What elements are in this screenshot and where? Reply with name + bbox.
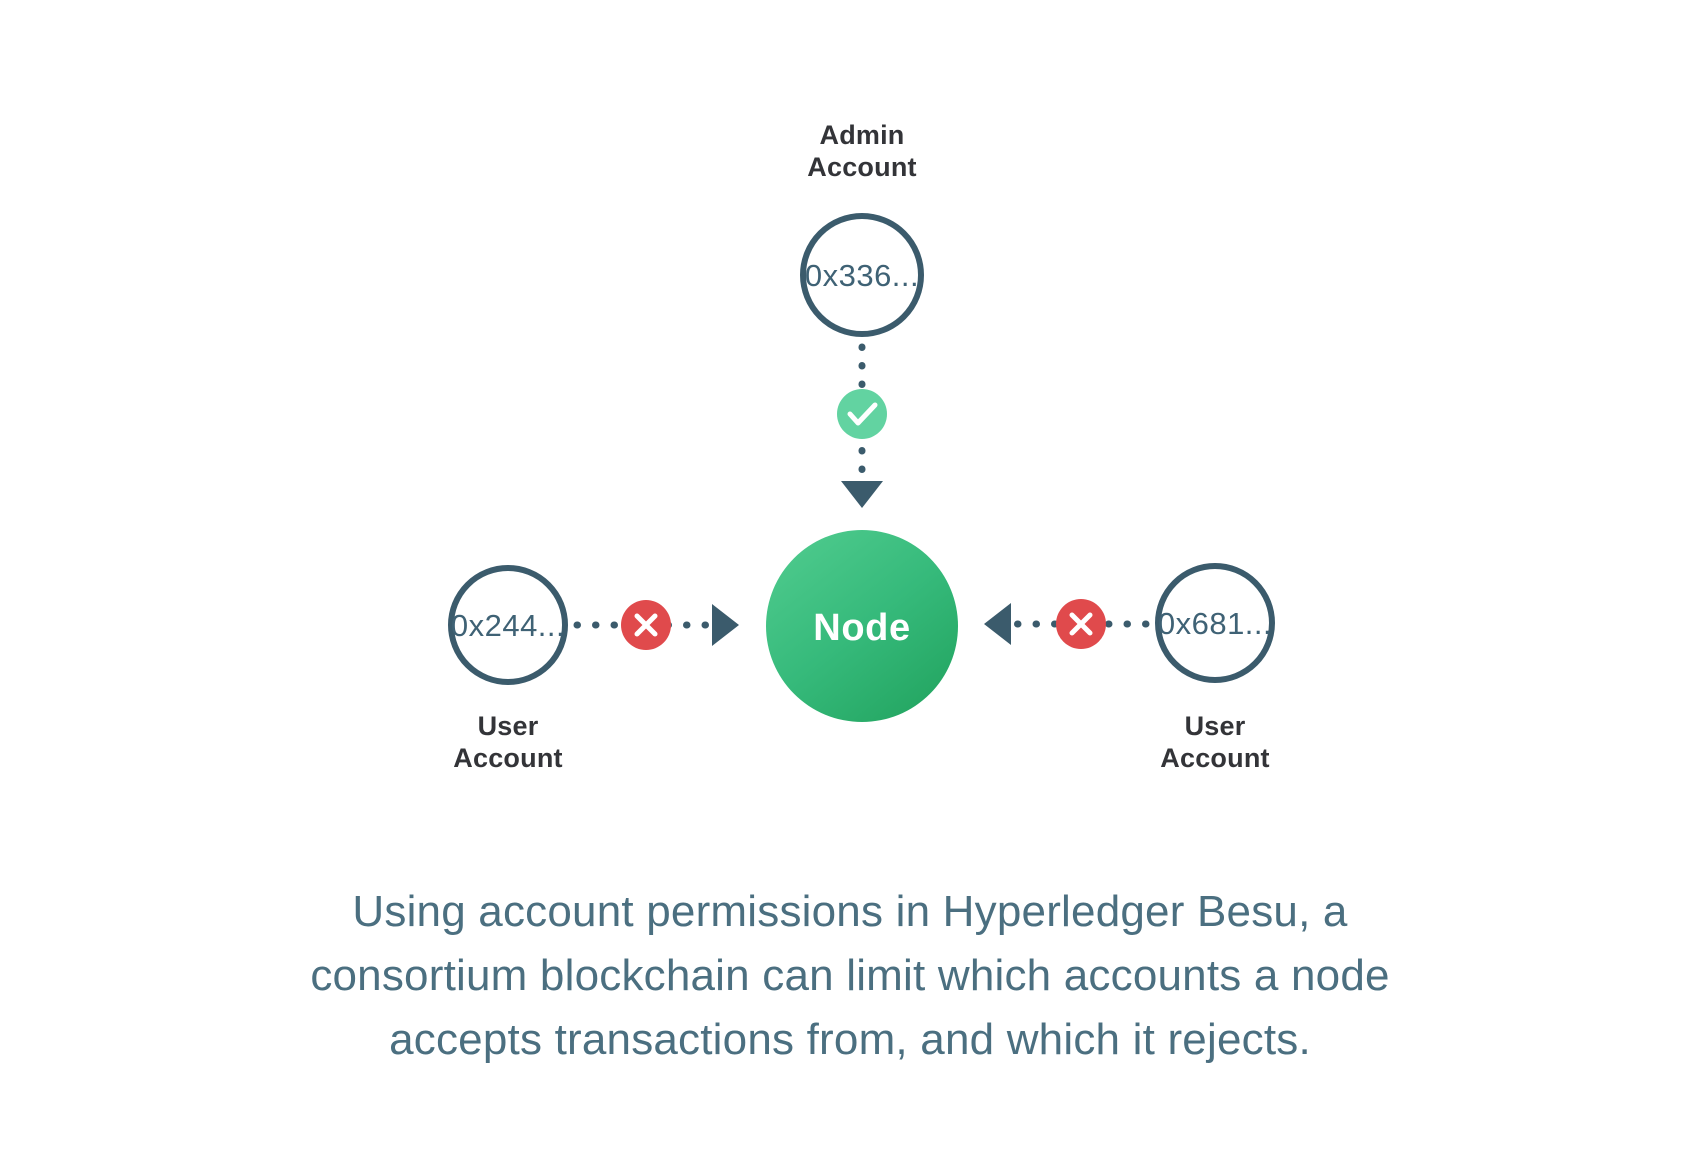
admin-account-address: 0x336... — [805, 258, 919, 293]
user-account-left-circle[interactable] — [448, 565, 568, 685]
right-connector-arrowhead — [984, 603, 1011, 645]
caption-line-2: consortium blockchain can limit which ac… — [310, 951, 1390, 1000]
allow-check-badge[interactable] — [837, 389, 887, 439]
user-account-right-label-line2: Account — [1160, 743, 1269, 773]
check-icon — [847, 402, 878, 426]
deny-x-badge-left[interactable] — [621, 600, 671, 650]
caption-line-1: Using account permissions in Hyperledger… — [352, 887, 1348, 936]
center-node-label: Node — [813, 607, 910, 649]
right-user-to-node-connector — [984, 599, 1150, 649]
user-account-left-label-line2: Account — [453, 743, 562, 773]
permission-diagram: Admin Account 0x336... Node — [448, 120, 1275, 773]
deny-x-badge-right[interactable] — [1056, 599, 1106, 649]
user-account-right-label-line1: User — [1185, 711, 1246, 741]
x-icon-left-stroke2 — [634, 613, 658, 637]
user-account-right-address: 0x681... — [1158, 606, 1272, 641]
left-connector-arrowhead — [712, 604, 739, 646]
admin-account-label-line1: Admin — [820, 120, 905, 150]
user-account-right-group[interactable]: 0x681... User Account — [1155, 563, 1275, 773]
user-account-left-group[interactable]: 0x244... User Account — [448, 565, 568, 773]
left-user-to-node-connector — [573, 600, 739, 650]
admin-connector-arrowhead — [841, 481, 883, 508]
admin-account-label-line2: Account — [807, 152, 916, 182]
admin-to-node-connector — [837, 343, 887, 508]
x-icon-right-stroke2 — [1069, 612, 1093, 636]
center-node-circle[interactable] — [766, 530, 958, 722]
caption: Using account permissions in Hyperledger… — [250, 880, 1450, 1072]
caption-line-3: accepts transactions from, and which it … — [389, 1015, 1311, 1064]
check-badge-circle[interactable] — [837, 389, 887, 439]
user-account-left-label-line1: User — [478, 711, 539, 741]
admin-account-circle[interactable] — [800, 213, 924, 337]
user-account-right-circle[interactable] — [1155, 563, 1275, 683]
center-node-group[interactable]: Node — [766, 530, 958, 722]
admin-account-group[interactable]: Admin Account 0x336... — [800, 120, 924, 337]
user-account-left-address: 0x244... — [451, 608, 565, 643]
